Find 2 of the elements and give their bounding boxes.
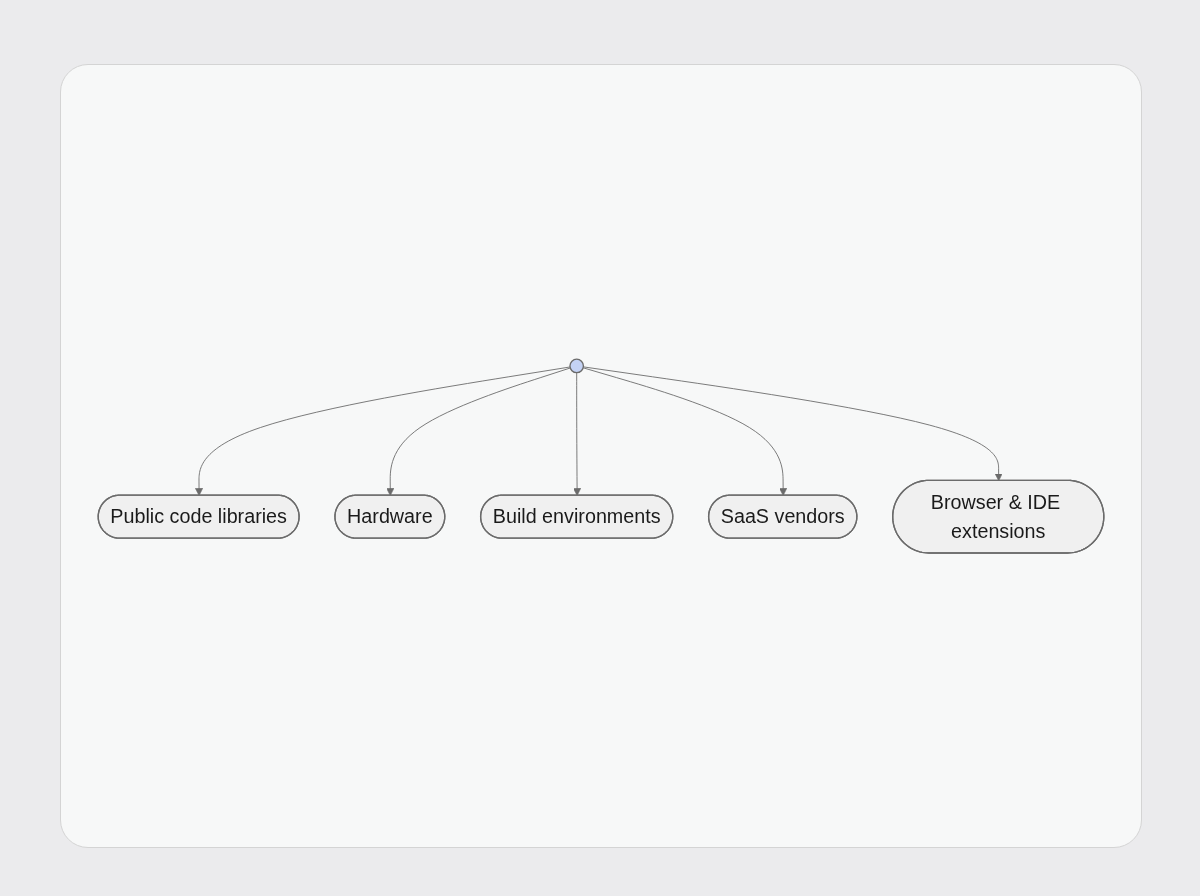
card-background: Public code libraries Hardware Build environments SaaS vendors Browser & IDE extensions [60,64,1142,848]
node-circle [569,358,585,374]
